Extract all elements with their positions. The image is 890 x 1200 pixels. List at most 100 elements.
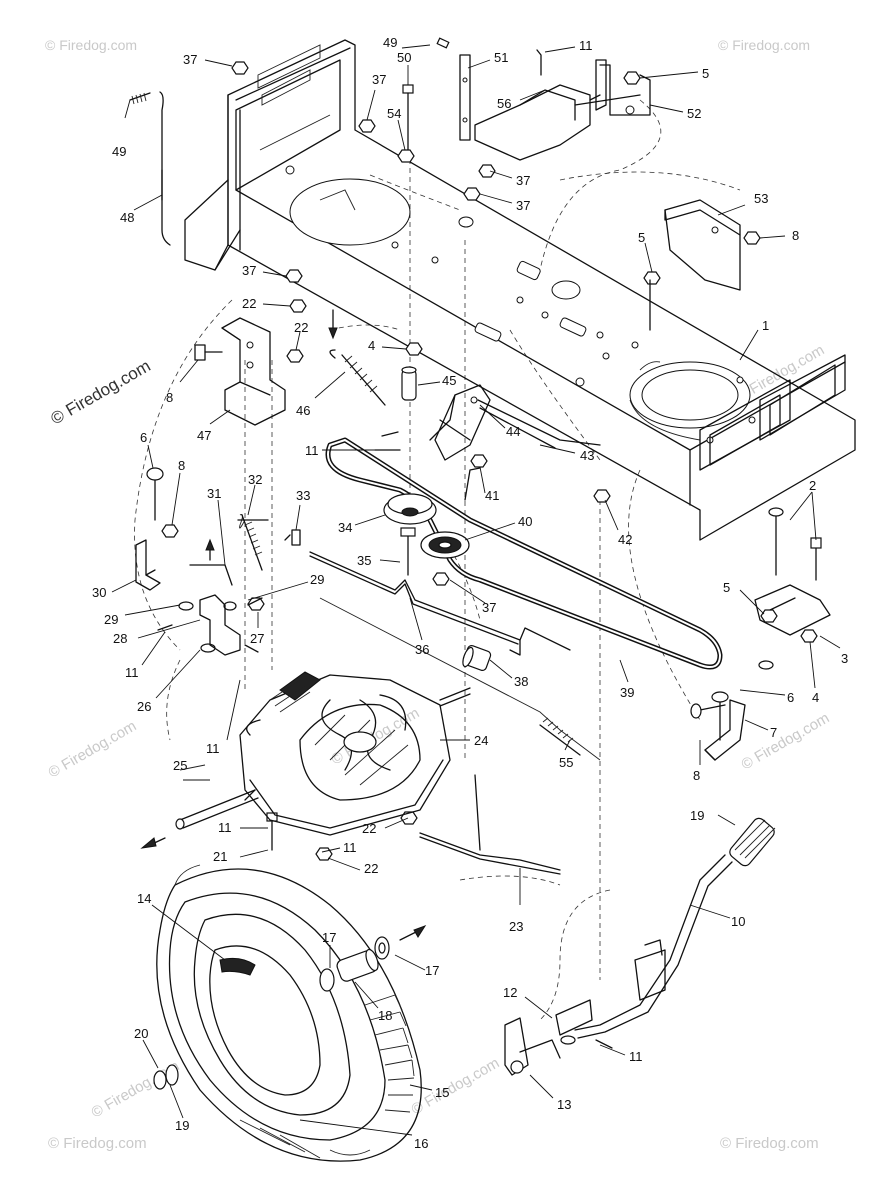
callout-4a: 4 (368, 338, 375, 353)
callout-11f: 11 (343, 840, 357, 855)
callout-6b: 6 (787, 690, 794, 705)
callout-37a: 37 (183, 52, 197, 67)
callout-11a: 11 (579, 38, 593, 53)
callout-8c: 8 (178, 458, 185, 473)
bracket-47 (221, 317, 286, 426)
callout-48: 48 (120, 210, 134, 225)
bracket-53 (664, 199, 741, 291)
callout-37e: 37 (242, 263, 256, 278)
footer-strip (0, 1190, 890, 1200)
brackets-right (704, 584, 831, 761)
rod-23 (419, 832, 561, 871)
callout-7: 7 (770, 725, 777, 740)
callout-27: 27 (250, 631, 264, 646)
callout-49a: 49 (383, 35, 397, 50)
callout-39: 39 (620, 685, 634, 700)
watermark-mid-left: © Firedog.com (46, 717, 140, 781)
drive-belt-assembly (325, 437, 723, 670)
callout-56: 56 (497, 96, 511, 111)
callout-5c: 5 (723, 580, 730, 595)
bracket-30 (135, 539, 161, 591)
bracket-56-52 (474, 84, 591, 161)
callout-22c: 22 (362, 821, 376, 836)
callout-28: 28 (113, 631, 127, 646)
callout-35: 35 (357, 553, 371, 568)
callout-18: 18 (378, 1008, 392, 1023)
callout-11c: 11 (125, 665, 139, 680)
callout-20: 20 (134, 1026, 148, 1041)
callout-37c: 37 (516, 173, 530, 188)
callout-22b: 22 (294, 320, 308, 335)
callout-52: 52 (687, 106, 701, 121)
callout-2: 2 (809, 478, 816, 493)
watermark-top-right: © Firedog.com (718, 37, 810, 53)
callout-6a: 6 (140, 430, 147, 445)
transaxle-24 (140, 671, 471, 849)
callout-49b: 49 (112, 144, 126, 159)
callout-17b: 17 (425, 963, 439, 978)
leader-lines (111, 44, 841, 1136)
bracket-7 (704, 699, 746, 761)
callout-37b: 37 (372, 72, 386, 87)
pedal-pad-19 (729, 817, 775, 867)
callout-11d: 11 (206, 741, 220, 756)
callout-54: 54 (387, 106, 401, 121)
callout-16: 16 (414, 1136, 428, 1151)
callout-37f: 37 (482, 600, 496, 615)
rod-55 (319, 597, 601, 761)
watermarks: © Firedog.com © Firedog.com © Firedog.co… (45, 37, 832, 1152)
watermark-bottom-right: © Firedog.com (720, 1135, 819, 1152)
pedal-assembly (504, 817, 776, 1076)
callout-23: 23 (509, 919, 523, 934)
callout-19a: 19 (690, 808, 704, 823)
callout-40: 40 (518, 514, 532, 529)
callout-13: 13 (557, 1097, 571, 1112)
callout-47: 47 (197, 428, 211, 443)
main-frame (184, 39, 856, 541)
watermark-main: © Firedog.com (48, 356, 154, 428)
upper-hardware (129, 37, 741, 291)
callout-53: 53 (754, 191, 768, 206)
callout-10: 10 (731, 914, 745, 929)
callout-3: 3 (841, 651, 848, 666)
bracket-51 (459, 54, 471, 141)
callout-42: 42 (618, 532, 632, 547)
callout-11b: 11 (305, 443, 319, 458)
callout-11e: 11 (218, 820, 232, 835)
callout-26: 26 (137, 699, 151, 714)
callout-32: 32 (248, 472, 262, 487)
callout-38: 38 (514, 674, 528, 689)
callout-25: 25 (173, 758, 187, 773)
callout-46: 46 (296, 403, 310, 418)
callout-1: 1 (762, 318, 769, 333)
watermark-lower-center: © Firedog.com (409, 1054, 503, 1118)
upper-center-parts (329, 349, 601, 461)
pedal-rod-10 (574, 854, 726, 1031)
callout-21: 21 (213, 849, 227, 864)
watermark-top-left: © Firedog.com (45, 37, 137, 53)
callout-8d: 8 (693, 768, 700, 783)
callout-55: 55 (559, 755, 573, 770)
callout-43: 43 (580, 448, 594, 463)
assembly-guide-lines (134, 99, 741, 1021)
callout-4b: 4 (812, 690, 819, 705)
callout-45: 45 (442, 373, 456, 388)
callout-34: 34 (338, 520, 352, 535)
direction-arrows (205, 94, 601, 561)
callout-12: 12 (503, 985, 517, 1000)
callout-19b: 19 (175, 1118, 189, 1133)
axle (179, 789, 259, 829)
callout-11g: 11 (629, 1049, 643, 1064)
watermark-lower-right: © Firedog.com (739, 709, 833, 773)
callout-22a: 22 (242, 296, 256, 311)
callout-5b: 5 (638, 230, 645, 245)
callout-31: 31 (207, 486, 221, 501)
fasteners (146, 61, 822, 1045)
callout-22d: 22 (364, 861, 378, 876)
brackets-left (135, 317, 286, 656)
callout-24: 24 (474, 733, 488, 748)
rear-wheel (153, 864, 427, 1162)
frame-cutout-front (289, 178, 411, 246)
callout-30: 30 (92, 585, 106, 600)
